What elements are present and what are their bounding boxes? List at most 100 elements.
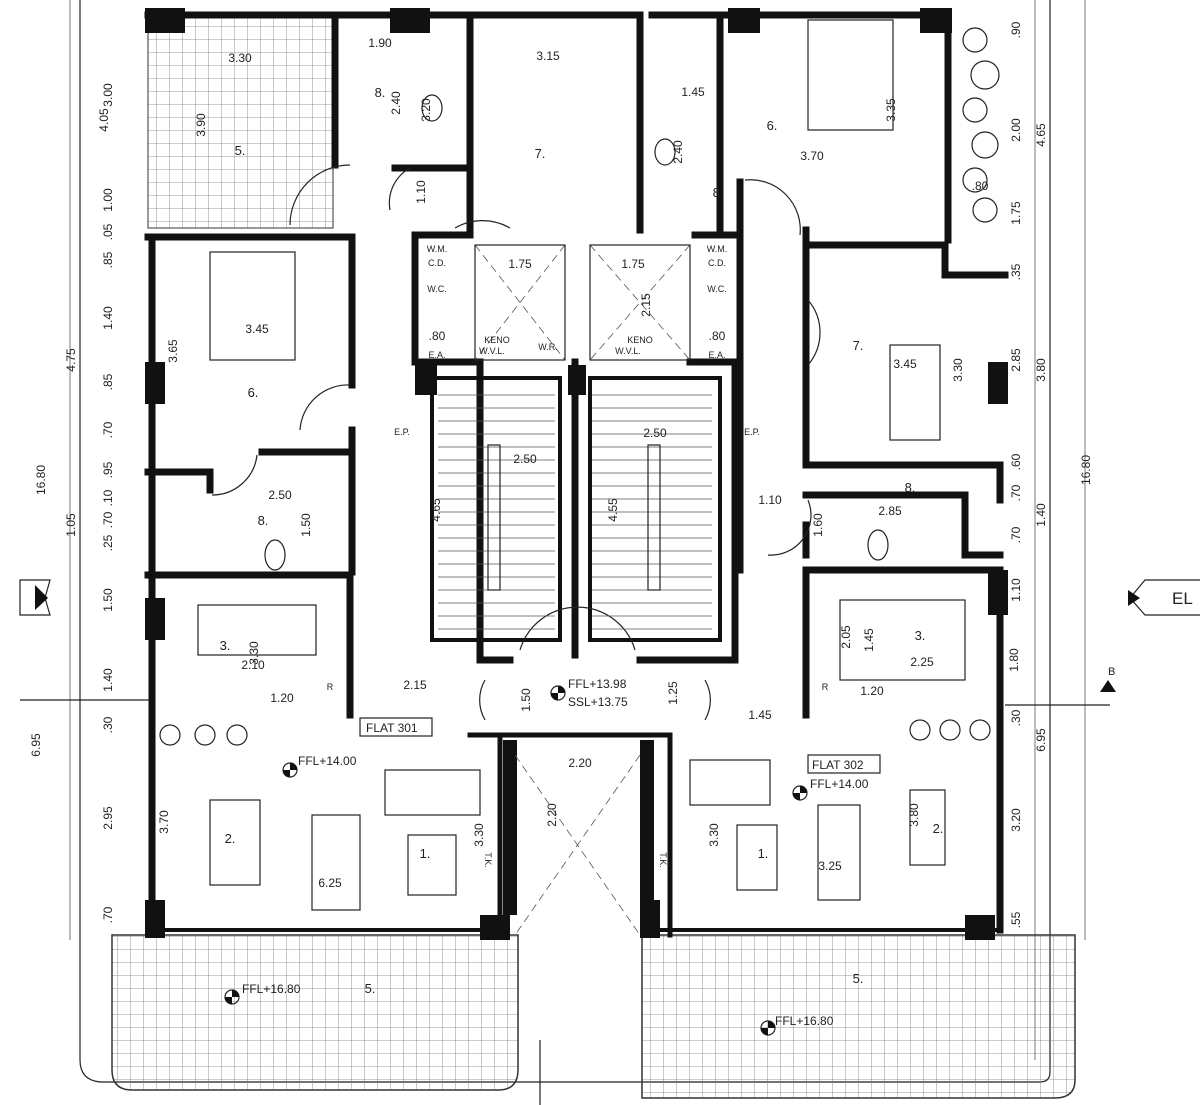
dimension-label: 2.40: [389, 91, 403, 115]
flat-301-label: FLAT 301: [366, 721, 418, 735]
dimension-label: 3.80: [907, 803, 921, 827]
dimension-label: 2.95: [101, 806, 115, 830]
dimension-label: 1.10: [758, 493, 782, 507]
room-number: 5.: [235, 143, 246, 158]
dimension-label: 1.10: [1009, 578, 1023, 602]
service-label: KENO: [627, 335, 653, 345]
dimension-label: 1.50: [519, 688, 533, 712]
dimension-label: 3.45: [893, 357, 917, 371]
flat-302-label: FLAT 302: [812, 758, 864, 772]
level-terrace-right: FFL+16.80: [775, 1014, 834, 1028]
elevation-label: EL: [1172, 589, 1193, 608]
dimension-label: 3.00: [101, 83, 115, 107]
service-label: E.A.: [708, 350, 725, 360]
dimension-label: 6.25: [318, 876, 342, 890]
dimension-label: .55: [1009, 911, 1023, 928]
door-swings: [211, 164, 821, 721]
dimension-label: 2.85: [1009, 348, 1023, 372]
dimension-label: 2.00: [1009, 118, 1023, 142]
room-number: 5.: [365, 981, 376, 996]
dimension-label: .25: [101, 534, 115, 551]
dimension-label: 2.20: [568, 756, 592, 770]
dimension-label: 1.45: [681, 85, 705, 99]
walls: [144, 11, 1009, 938]
flat-302-tag: [807, 754, 881, 774]
dimension-label: 4.65: [429, 498, 443, 522]
service-label: W.V.L.: [615, 346, 641, 356]
stair-well: [487, 444, 501, 591]
dimension-label: 1.75: [621, 257, 645, 271]
terrace-left: [111, 934, 519, 1091]
dimension-label: .70: [101, 421, 115, 438]
dimension-label: .05: [101, 223, 115, 240]
dimension-label: 3.30: [472, 823, 486, 847]
terrace-right: [641, 934, 1076, 1099]
dimension-label: 16.80: [34, 465, 48, 495]
dimension-label: 3.90: [194, 113, 208, 137]
dimension-label: .35: [1009, 263, 1023, 280]
dimension-label: 1.50: [101, 588, 115, 612]
dimension-label: .70: [101, 906, 115, 923]
level-marker-fill: [793, 786, 807, 800]
section-b-label: B: [1108, 666, 1115, 678]
dimension-label: .30: [101, 716, 115, 733]
room-number: 8.: [375, 85, 386, 100]
level-terrace-left: FFL+16.80: [242, 982, 301, 996]
void-shafts: [474, 244, 691, 936]
service-label: E.P.: [394, 427, 410, 437]
service-label: R: [327, 682, 334, 692]
dimension-label: 2.05: [839, 625, 853, 649]
dimension-label: 3.20: [1009, 808, 1023, 832]
dimension-label: 4.65: [1034, 123, 1048, 147]
dimension-label: .70: [101, 511, 115, 528]
room-number: 8.: [258, 513, 269, 528]
room-number: 5.: [853, 971, 864, 986]
dimension-label: 2.50: [268, 488, 292, 502]
dimension-label: 4.05: [97, 108, 111, 132]
service-label: T.K.: [483, 852, 493, 868]
room-number: 6.: [767, 118, 778, 133]
dimension-label: 1.20: [270, 691, 294, 705]
dimension-label: 3.70: [157, 810, 171, 834]
dimension-label: .80: [972, 179, 989, 193]
service-label: W.V.L.: [479, 346, 505, 356]
dimension-label: 3.65: [166, 339, 180, 363]
service-label: T.K.: [658, 852, 668, 868]
dimension-label: 3.20: [419, 98, 433, 122]
balcony-top-left: [147, 17, 334, 229]
room-numbers: 5.8.7.6.8.3.2.1.5.6.8.7.8.3.2.1.5.: [220, 85, 944, 996]
level-marker-fill: [225, 990, 239, 1004]
level-symbols: [224, 685, 808, 1036]
dimension-label: 2.25: [910, 655, 934, 669]
dimension-label: 1.45: [862, 628, 876, 652]
dimension-label: 1.40: [101, 668, 115, 692]
service-label: R: [822, 682, 829, 692]
dimension-label: .70: [1009, 484, 1023, 501]
structural-columns: [145, 8, 1008, 940]
planter-trees: [962, 27, 1000, 223]
dimension-label: 1.80: [1007, 648, 1021, 672]
dimension-label: 3.80: [1034, 358, 1048, 382]
stair-well: [647, 444, 661, 591]
level-marker-fill: [283, 763, 297, 777]
service-label: W.M.: [427, 244, 448, 254]
service-label: W.M.: [707, 244, 728, 254]
dimension-label: 16.80: [1079, 455, 1093, 485]
dimension-label: 3.30: [951, 358, 965, 382]
dimension-label: 3.35: [884, 98, 898, 122]
dimension-label: 3.30: [707, 823, 721, 847]
service-label: C.D.: [428, 258, 446, 268]
service-label: W.C.: [427, 284, 447, 294]
dimension-labels: 4.054.7516.801.056.953.001.00.05.851.40.…: [29, 21, 1093, 928]
dimension-label: 1.40: [101, 306, 115, 330]
staircases: [438, 394, 712, 630]
dimension-label: 3.25: [818, 859, 842, 873]
dimension-label: 3.15: [536, 49, 560, 63]
dimension-label: 6.95: [29, 733, 43, 757]
room-number: 1.: [758, 846, 769, 861]
dimension-label: 1.10: [414, 180, 428, 204]
dimension-label: 2.20: [545, 803, 559, 827]
dimension-label: 2.15: [639, 293, 653, 317]
